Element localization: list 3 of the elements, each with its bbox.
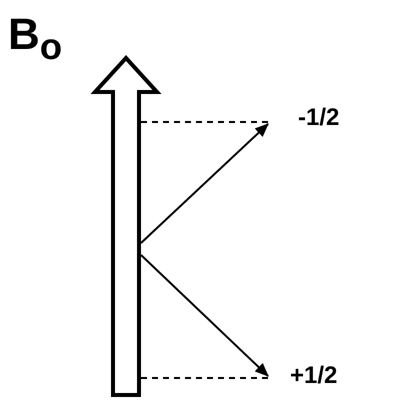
spin-label: +1/2 [290,362,338,390]
field-symbol: B$_{o}$ [8,10,62,68]
spin-label: -1/2 [298,104,340,132]
